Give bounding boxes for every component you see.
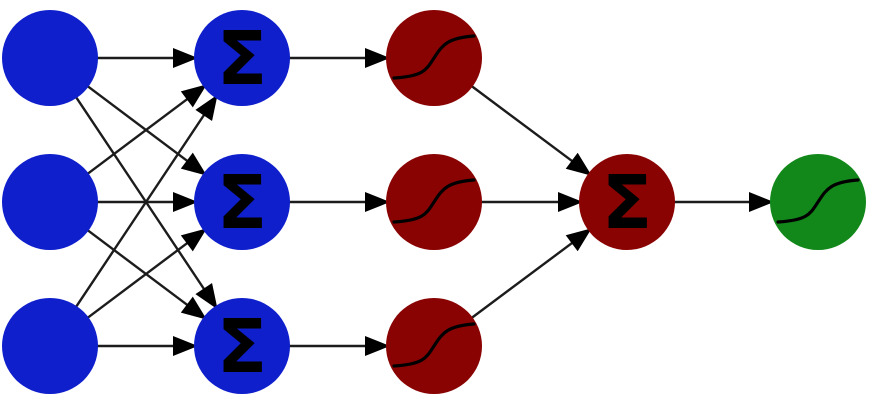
node-circle	[2, 10, 98, 106]
summation-icon: Σ	[217, 16, 268, 102]
summation-icon: Σ	[602, 160, 653, 246]
node-circle	[194, 154, 290, 250]
edges	[74, 48, 774, 356]
sigmoid-icon	[776, 178, 860, 224]
sigmoid-icon	[392, 34, 476, 80]
node-sum1: Σ	[194, 10, 290, 106]
sigmoid-icon	[392, 322, 476, 368]
node-out	[770, 154, 866, 250]
summation-icon: Σ	[217, 160, 268, 246]
node-in1	[2, 10, 98, 106]
node-in2	[2, 154, 98, 250]
node-act2	[386, 154, 482, 250]
edge-in2-to-sum1	[86, 83, 208, 176]
node-circle	[2, 154, 98, 250]
edge-in3-to-sum2	[86, 227, 208, 320]
node-circle	[194, 10, 290, 106]
node-in3	[2, 298, 98, 394]
summation-icon: Σ	[217, 304, 268, 390]
node-circle	[194, 298, 290, 394]
sigmoid-icon	[392, 178, 476, 224]
edge-act3-to-sumOut	[470, 227, 593, 320]
node-act3	[386, 298, 482, 394]
node-circle	[2, 298, 98, 394]
node-sum3: Σ	[194, 298, 290, 394]
node-act1	[386, 10, 482, 106]
node-sum2: Σ	[194, 154, 290, 250]
node-sumOut: Σ	[579, 154, 675, 250]
node-circle	[579, 154, 675, 250]
edge-in3-to-sum1	[74, 93, 219, 309]
edge-act1-to-sumOut	[470, 84, 593, 177]
